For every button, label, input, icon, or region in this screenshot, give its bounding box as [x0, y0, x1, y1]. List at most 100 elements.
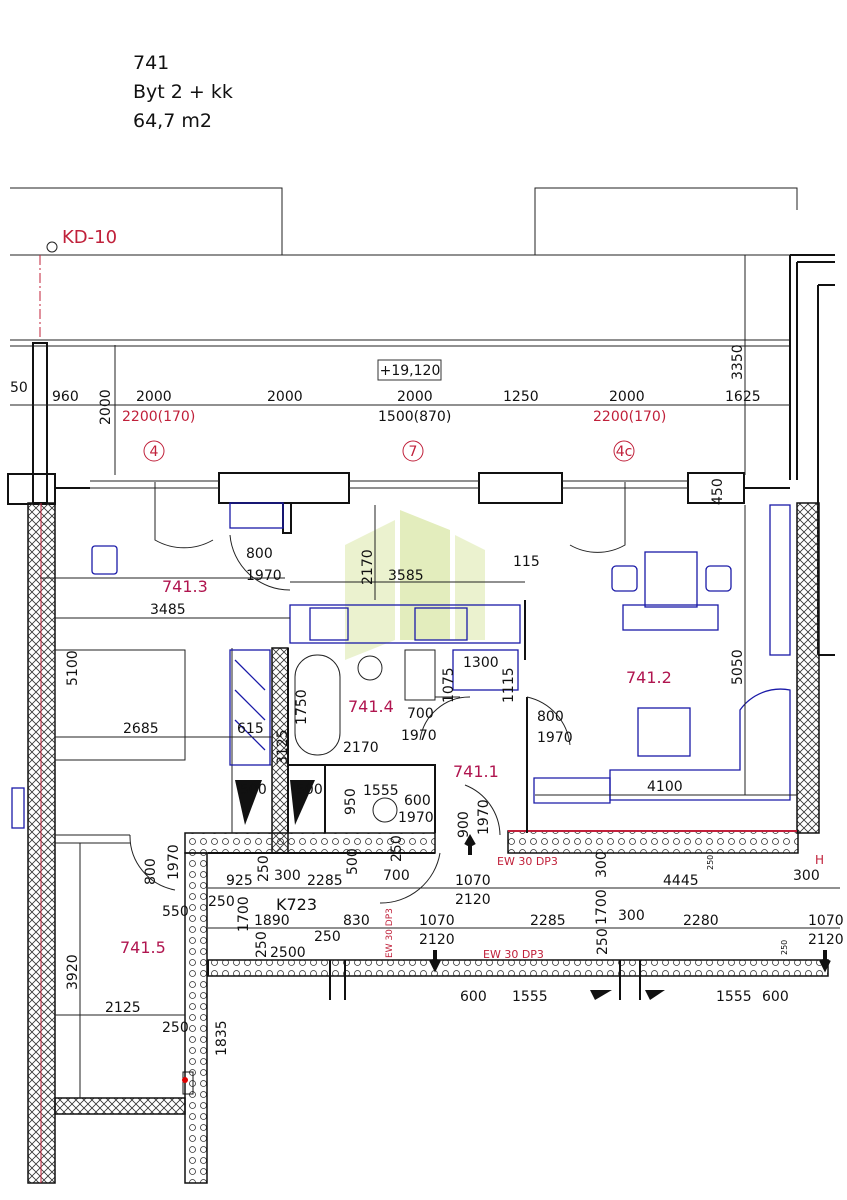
dim-text: 2170 [343, 740, 379, 756]
dim-text: 1070 [455, 873, 491, 889]
dim-text: 500 [240, 782, 267, 798]
unit-number: 741 [133, 52, 170, 74]
dim-text: 615 [237, 721, 264, 737]
dim-text: 3485 [150, 602, 186, 618]
dim-text: 1970 [401, 728, 437, 744]
dimension-texts: 800 1970 2170 3585 115 3485 5100 1300 10… [65, 546, 844, 1056]
dim-text: 1890 [254, 913, 290, 929]
axis-marker: 7 [409, 444, 418, 460]
dim-text: 600 [460, 989, 487, 1005]
dim-text: 1700 [594, 889, 610, 925]
dim-text: 950 [343, 788, 359, 815]
dim-text: 250 [162, 1020, 189, 1036]
dim-text: 250 [208, 894, 235, 910]
dim-text: 250 [706, 855, 715, 870]
dim-text: 2200(170) [122, 409, 195, 425]
room-label: 741.2 [626, 668, 672, 687]
fire-door-label: EW 30 DP3 [497, 855, 558, 868]
dim-text: 1970 [476, 799, 492, 835]
dim-text: 1700 [236, 896, 252, 932]
dim-text: 1555 [363, 783, 399, 799]
bottom-wall [54, 1097, 186, 1115]
corridor-wall [184, 852, 208, 1184]
dim-text: 800 [537, 709, 564, 725]
dim-text: 300 [618, 908, 645, 924]
dim-text: 2000 [267, 389, 303, 405]
dim-text: 830 [343, 913, 370, 929]
dim-text: 500 [296, 782, 323, 798]
dim-text: 250 [389, 835, 405, 862]
dim-text: 2000 [98, 389, 114, 425]
furniture [11, 502, 831, 1095]
dim-text: 1970 [166, 844, 182, 880]
dim-text: 4445 [663, 873, 699, 889]
dimension-lines [10, 255, 840, 1016]
axis-label: KD-10 [62, 227, 117, 248]
dim-text: 1070 [419, 913, 455, 929]
unit-area: 64,7 m2 [133, 110, 212, 132]
dim-text: 1625 [725, 389, 761, 405]
dim-text: 550 [162, 904, 189, 920]
dim-text: 3125 [275, 729, 291, 765]
dim-text: 450 [710, 478, 726, 505]
dim-text: 1070 [808, 913, 844, 929]
dim-text: 1750 [294, 689, 310, 725]
dim-text: 5100 [65, 650, 81, 686]
dim-text: 50 [10, 380, 28, 396]
dim-text: 1970 [537, 730, 573, 746]
dim-text: 1075 [441, 667, 457, 703]
dim-text: 1250 [503, 389, 539, 405]
doors [129, 482, 626, 904]
dim-text: 2000 [397, 389, 433, 405]
fire-door-label: EW 30 DP3 [483, 948, 544, 961]
dim-text: 960 [52, 389, 79, 405]
building-outline [10, 187, 835, 656]
dim-text: 700 [383, 868, 410, 884]
dim-text: 3585 [388, 568, 424, 584]
dim-text: 1555 [716, 989, 752, 1005]
dim-text: 500 [345, 848, 361, 875]
dim-text: 900 [456, 811, 472, 838]
dim-text: 300 [594, 851, 610, 878]
dim-text: 2285 [530, 913, 566, 929]
dim-text: 2685 [123, 721, 159, 737]
corridor-wall [207, 959, 829, 977]
dim-text: 1300 [463, 655, 499, 671]
dim-text: 600 [762, 989, 789, 1005]
window-dimensions: 50 960 2000 2000 2000 1250 2000 1625 220… [10, 344, 761, 505]
dim-text: 250 [254, 931, 270, 958]
corridor-wall [507, 830, 799, 854]
dim-text: 1500(870) [378, 409, 451, 425]
unit-type: Byt 2 + kk [133, 81, 233, 103]
corridor-label: K723 [276, 895, 317, 914]
dim-text: 2120 [419, 932, 455, 948]
dim-text: 2000 [609, 389, 645, 405]
dim-text: H [815, 853, 824, 867]
dim-text: 2120 [455, 892, 491, 908]
axis-marker: 4c [616, 444, 633, 460]
dim-text: 3920 [65, 954, 81, 990]
room-label: 741.5 [120, 938, 166, 957]
facade-wall [7, 342, 790, 534]
dim-text: 800 [246, 546, 273, 562]
dim-text: 1555 [512, 989, 548, 1005]
dim-text: 800 [143, 858, 159, 885]
dim-text: 1970 [246, 568, 282, 584]
dim-text: 2280 [683, 913, 719, 929]
dim-text: 2120 [808, 932, 844, 948]
room-label: 741.1 [453, 762, 499, 781]
dim-text: 2000 [136, 389, 172, 405]
dim-text: 600 [404, 793, 431, 809]
axis-markers: 4 7 4c [143, 440, 635, 462]
dim-text: 250 [780, 940, 789, 955]
watermark-logo [345, 510, 485, 660]
dim-text: 925 [226, 873, 253, 889]
fire-door-label: EW 30 DP3 [385, 908, 395, 958]
axis-marker: 4 [150, 444, 159, 460]
dim-text: 1115 [501, 667, 517, 703]
dim-text: 2500 [270, 945, 306, 961]
dim-text: 250 [256, 855, 272, 882]
level-mark: +19,120 [380, 363, 441, 379]
dim-text: 250 [314, 929, 341, 945]
